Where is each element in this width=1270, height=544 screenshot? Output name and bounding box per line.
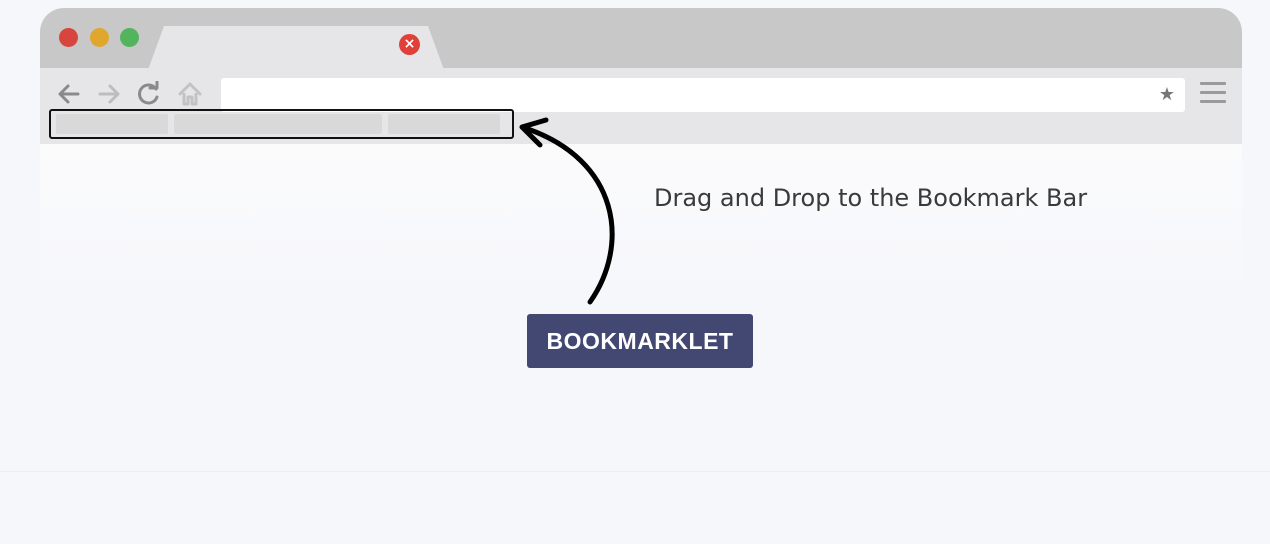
divider (0, 471, 1270, 472)
window-minimize-dot[interactable] (90, 28, 109, 47)
page-content (40, 144, 1242, 298)
window-close-dot[interactable] (59, 28, 78, 47)
hamburger-menu-icon[interactable] (1200, 82, 1226, 106)
tab-strip: × (40, 8, 1242, 68)
bookmark-slot[interactable] (56, 114, 168, 134)
reload-icon[interactable] (135, 80, 163, 108)
bookmarklet-button[interactable]: BOOKMARKLET (527, 314, 753, 368)
star-icon[interactable]: ★ (1158, 84, 1175, 105)
bookmark-slot[interactable] (388, 114, 500, 134)
bookmark-bar-highlight (49, 109, 514, 139)
browser-window: × (40, 8, 1242, 298)
arrow-left-icon[interactable] (55, 80, 83, 108)
window-maximize-dot[interactable] (120, 28, 139, 47)
browser-tab[interactable] (148, 26, 444, 70)
bookmark-slot[interactable] (174, 114, 382, 134)
home-icon[interactable] (176, 80, 204, 108)
address-bar[interactable]: ★ (221, 78, 1185, 112)
arrow-right-icon[interactable] (95, 80, 123, 108)
instruction-text: Drag and Drop to the Bookmark Bar (654, 184, 1088, 212)
curved-arrow-icon (519, 117, 615, 305)
tab-close-icon[interactable]: × (399, 34, 420, 55)
